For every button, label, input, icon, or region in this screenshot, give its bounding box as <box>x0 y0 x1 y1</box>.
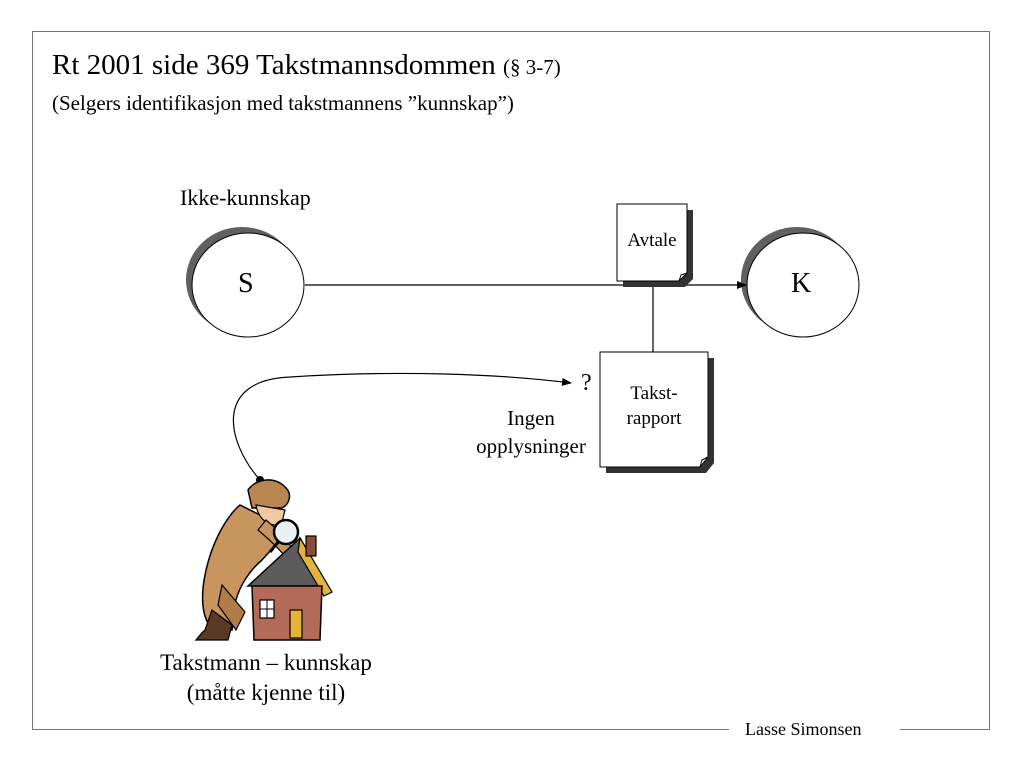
no-information-label: Ingen opplysninger <box>466 404 596 460</box>
slide-title: Rt 2001 side 369 Takstmannsdommen (§ 3-7… <box>52 49 561 82</box>
appraiser-to-report-arrow <box>232 372 572 481</box>
frame-bottom-line <box>32 729 729 730</box>
title-text: Rt 2001 side 369 Takstmannsdommen <box>52 49 496 81</box>
report-label-line2: rapport <box>626 408 682 429</box>
buyer-node <box>741 227 860 338</box>
frame-bottom-line <box>900 729 989 730</box>
report-label: Takst- rapport <box>600 381 708 431</box>
no-information-line2: opplysninger <box>476 434 586 458</box>
title-paragraph-ref: (§ 3-7) <box>502 55 561 79</box>
contract-document-icon <box>616 203 693 287</box>
appraiser-caption-line1: Takstmann – kunnskap <box>160 650 372 675</box>
no-information-line1: Ingen <box>507 406 555 430</box>
report-document-icon <box>599 351 714 473</box>
report-label-line1: Takst- <box>630 383 678 404</box>
seller-node <box>186 227 305 338</box>
seller-label: S <box>238 268 254 299</box>
seller-no-knowledge-label: Ikke-kunnskap <box>180 185 311 210</box>
contract-label: Avtale <box>627 230 677 251</box>
question-mark: ? <box>581 370 592 396</box>
detective-inspecting-house-illustration <box>194 479 333 641</box>
slide-subtitle: (Selgers identifikasjon med takstmannens… <box>52 91 514 115</box>
appraiser-caption: Takstmann – kunnskap (måtte kjenne til) <box>130 648 402 708</box>
footer-author: Lasse Simonsen <box>745 719 862 739</box>
appraiser-caption-line2: (måtte kjenne til) <box>186 680 346 705</box>
slide-frame <box>32 31 990 730</box>
buyer-label: K <box>791 268 812 299</box>
